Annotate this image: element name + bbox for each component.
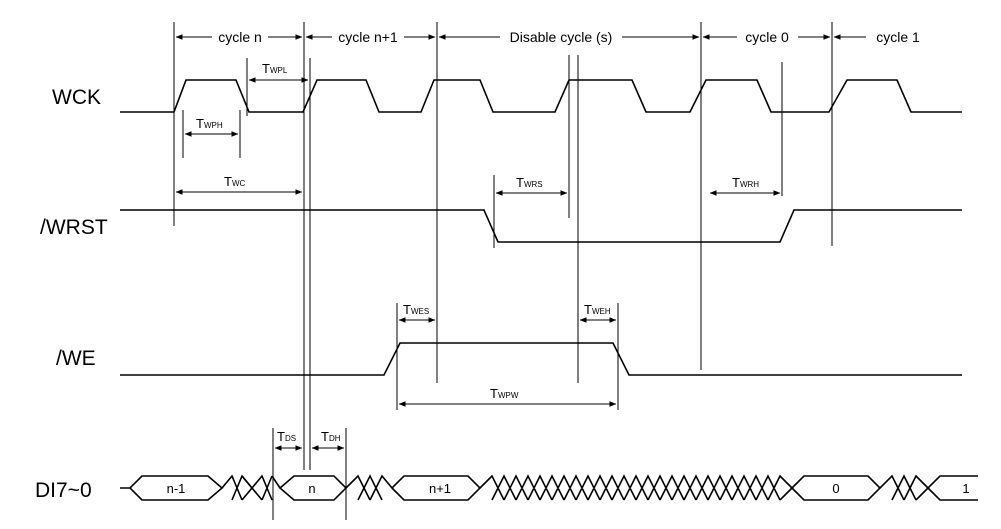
bus-value-n+1: n+1 bbox=[429, 481, 451, 496]
timing-twes: TWES bbox=[403, 302, 429, 317]
we-waveform bbox=[120, 342, 962, 376]
timing-annotations: TWPL TWPH TWC TWRS TWRH TWES TWEH TWPW T… bbox=[175, 61, 781, 451]
signal-label-we: /WE bbox=[56, 347, 96, 370]
wrst-waveform bbox=[120, 209, 962, 243]
timing-twpl: TWPL bbox=[262, 61, 288, 76]
bus-value-1: 1 bbox=[962, 481, 969, 496]
bus-value-n: n bbox=[308, 481, 315, 496]
cycle-annotations: cycle n cycle n+1 Disable cycle (s) cycl… bbox=[175, 29, 920, 45]
timing-twrh: TWRH bbox=[732, 175, 759, 190]
timing-twc: TWC bbox=[224, 174, 246, 189]
signal-label-di: DI7~0 bbox=[35, 479, 92, 502]
cycle-label-n: cycle n bbox=[218, 29, 262, 45]
guide-lines bbox=[173, 22, 833, 520]
signal-label-wrst: /WRST bbox=[40, 216, 108, 239]
timing-tds: TDS bbox=[277, 429, 296, 444]
cycle-label-n-plus-1: cycle n+1 bbox=[338, 29, 398, 45]
timing-twpw: TWPW bbox=[490, 386, 519, 401]
cycle-label-1: cycle 1 bbox=[876, 29, 920, 45]
wck-waveform bbox=[120, 79, 962, 113]
cycle-label-disable: Disable cycle (s) bbox=[510, 29, 613, 45]
cycle-label-0: cycle 0 bbox=[745, 29, 789, 45]
timing-twph: TWPH bbox=[196, 116, 223, 131]
bus-value-0: 0 bbox=[832, 481, 839, 496]
timing-tweh: TWEH bbox=[584, 302, 611, 317]
timing-tdh: TDH bbox=[321, 429, 341, 444]
bus-value-n-1: n-1 bbox=[167, 481, 186, 496]
di-bus: n-1 n n+1 0 1 bbox=[120, 474, 978, 501]
signal-label-wck: WCK bbox=[52, 86, 101, 109]
timing-twrs: TWRS bbox=[516, 175, 543, 190]
